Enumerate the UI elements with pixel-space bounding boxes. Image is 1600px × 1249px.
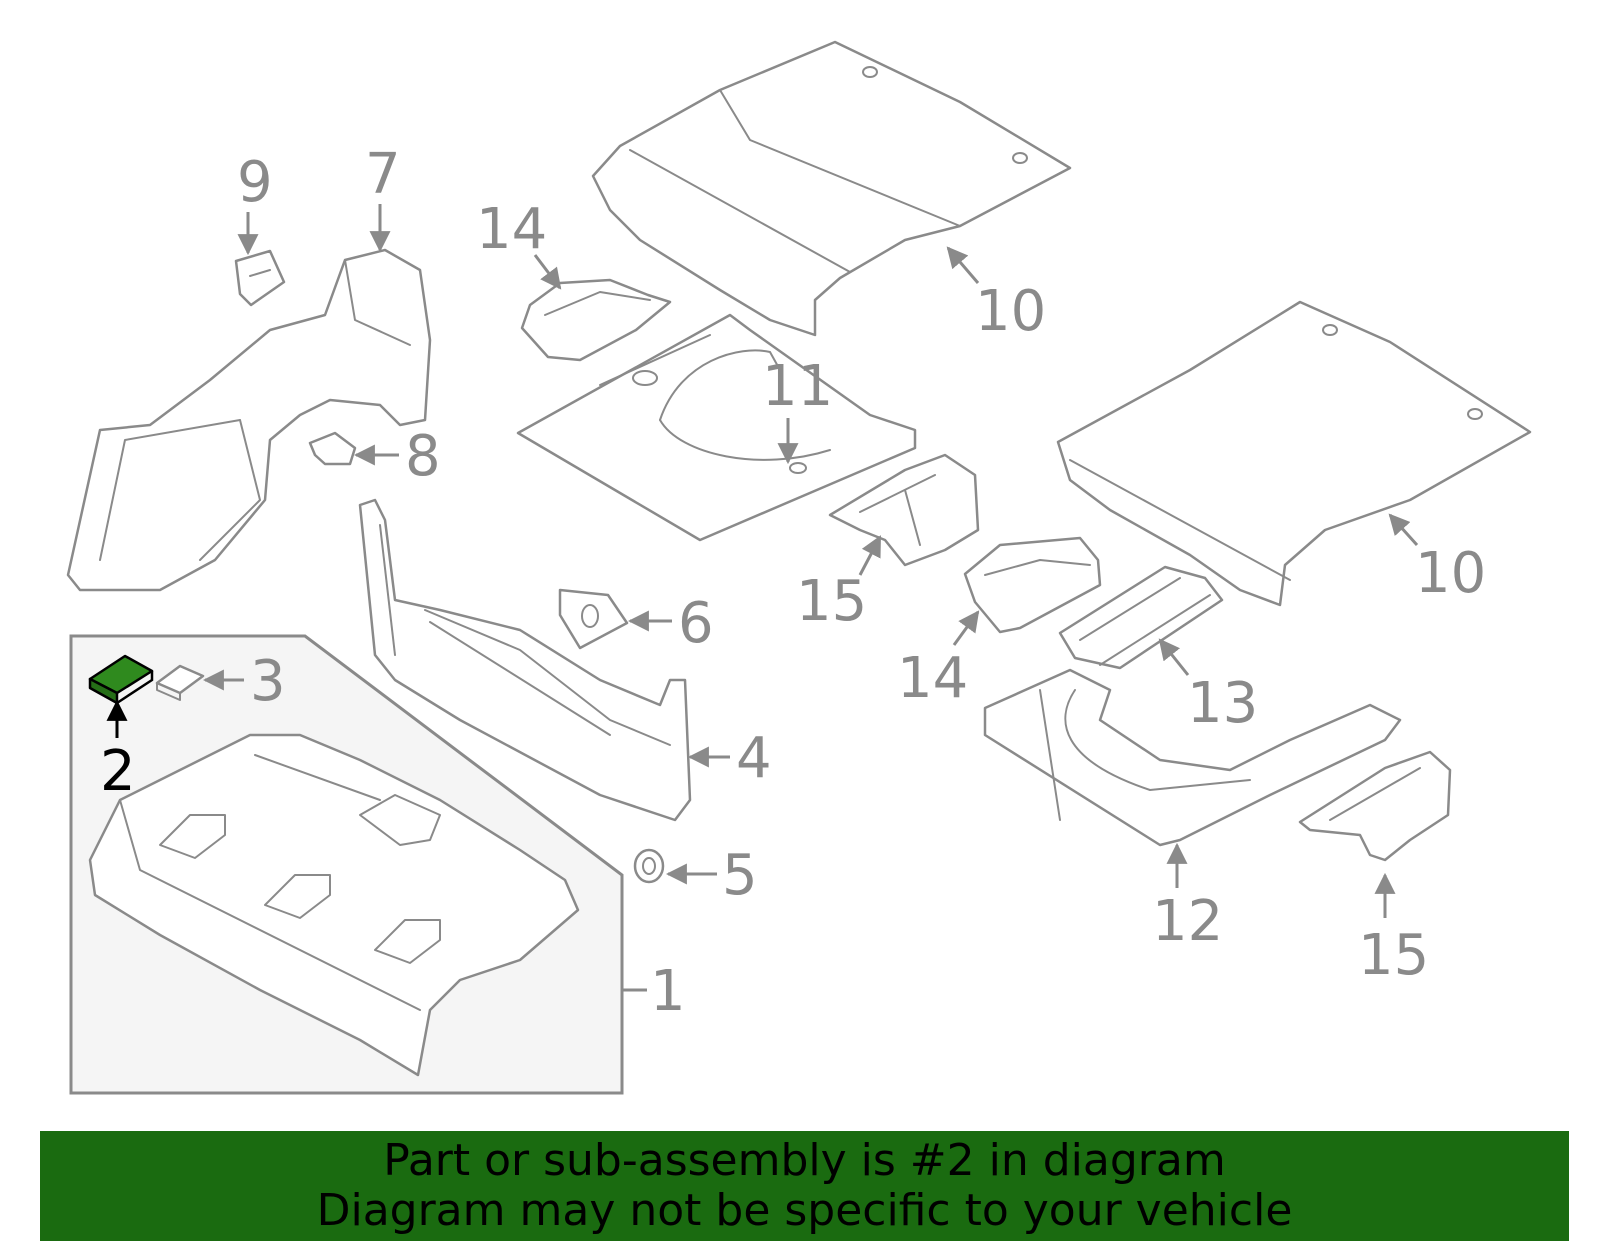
part-14-pocket-lower[interactable] (963, 536, 1102, 634)
callout-14-upper: 14 (476, 197, 547, 262)
leader-lines (106, 204, 1419, 992)
part-9-retainer[interactable] (234, 249, 286, 307)
part-10-floor-board-lower[interactable] (1056, 300, 1532, 607)
part-7-quarter-trim[interactable] (66, 248, 432, 592)
info-banner: Part or sub-assembly is #2 in diagram Di… (40, 1131, 1569, 1241)
banner-line-2: Diagram may not be specific to your vehi… (316, 1185, 1293, 1236)
callout-1: 1 (650, 959, 686, 1024)
callout-12: 12 (1152, 889, 1223, 954)
callout-15-upper: 15 (796, 569, 867, 634)
part-4-sill-trim[interactable] (358, 498, 692, 822)
callout-6: 6 (678, 591, 714, 656)
callout-11: 11 (762, 354, 833, 419)
part-5-push-clip[interactable] (633, 848, 665, 884)
part-8-clip[interactable] (308, 431, 357, 466)
part-13-side-box[interactable] (1058, 565, 1224, 670)
callout-14-lower: 14 (897, 646, 968, 711)
part-1-package-tray[interactable] (88, 733, 580, 1077)
callout-13: 13 (1187, 671, 1258, 736)
banner-line-1: Part or sub-assembly is #2 in diagram (383, 1135, 1226, 1186)
callout-5: 5 (722, 843, 758, 908)
callout-7: 7 (365, 142, 401, 207)
part-6-bracket[interactable] (558, 588, 629, 650)
callout-3: 3 (250, 649, 286, 714)
callout-4: 4 (736, 726, 772, 791)
part-15-bracket-upper[interactable] (828, 453, 980, 567)
callout-8: 8 (405, 424, 441, 489)
part-14-pocket-upper[interactable] (520, 278, 672, 362)
callout-10-upper: 10 (975, 279, 1046, 344)
callout-10-lower: 10 (1415, 541, 1486, 606)
part-10-floor-board-upper[interactable] (591, 40, 1072, 337)
callout-15-lower: 15 (1358, 923, 1429, 988)
callout-9: 9 (237, 150, 273, 215)
part-15-bracket-lower[interactable] (1298, 750, 1452, 862)
callout-2: 2 (100, 739, 136, 804)
part-11-storage-tray[interactable] (516, 313, 917, 542)
